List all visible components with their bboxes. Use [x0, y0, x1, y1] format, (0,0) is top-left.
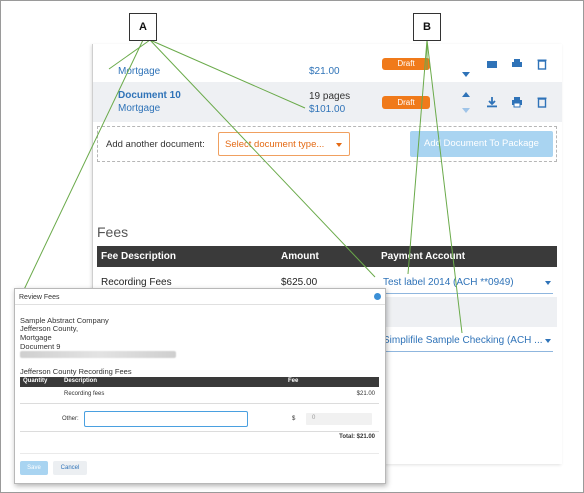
payment-account-select[interactable]: Simplifile Sample Checking (ACH ... [383, 335, 543, 346]
currency-symbol: $ [292, 416, 296, 422]
trash-icon[interactable] [536, 58, 548, 70]
column-header: Fee [288, 378, 299, 384]
cancel-button[interactable]: Cancel [53, 461, 87, 475]
document-row[interactable]: Document 10 Mortgage 19 pages $101.00 Dr… [93, 82, 562, 122]
fee-amount: $21.00 [356, 391, 375, 397]
divider [20, 431, 379, 432]
callout-a: A [129, 13, 157, 41]
document-name[interactable]: Document 10 [118, 90, 181, 101]
move-down-icon[interactable] [462, 108, 470, 113]
column-header: Quantity [23, 378, 48, 384]
table-row: Recording fees $21.00 [20, 390, 379, 400]
callout-b: B [413, 13, 441, 41]
document-price: $21.00 [309, 66, 340, 77]
move-up-icon[interactable] [462, 92, 470, 97]
document-type: Mortgage [118, 103, 161, 114]
document-row[interactable]: Mortgage $21.00 Draft [93, 44, 562, 82]
close-icon[interactable] [374, 293, 381, 300]
divider [15, 304, 385, 305]
document-type-select-value: Select document type... [225, 139, 325, 150]
page-count: 19 pages [309, 91, 351, 102]
fee-amount: $625.00 [281, 277, 318, 288]
download-icon[interactable] [486, 96, 498, 108]
column-header: Description [64, 378, 98, 384]
add-document-button[interactable]: Add Document To Package [410, 131, 553, 157]
chevron-down-icon[interactable] [545, 281, 551, 285]
chevron-down-icon [336, 143, 342, 147]
document-name: Document 9 [20, 342, 61, 351]
fee-description: Recording fees [64, 391, 105, 397]
select-underline [381, 293, 553, 294]
document-type: Mortgage [118, 66, 161, 77]
select-underline [381, 351, 553, 352]
mail-icon[interactable] [486, 58, 498, 70]
divider [20, 453, 379, 454]
other-amount-value: 0 [312, 415, 316, 421]
document-type: Mortgage [20, 333, 52, 342]
modal-title: Review Fees [19, 294, 60, 301]
column-header: Fee Description [101, 251, 177, 262]
print-icon[interactable] [511, 96, 523, 108]
fee-section-title: Jefferson County Recording Fees [20, 367, 132, 376]
save-button[interactable]: Save [20, 461, 48, 475]
move-down-icon[interactable] [462, 72, 470, 77]
other-label: Other: [62, 416, 79, 422]
other-amount-input[interactable]: 0 [306, 413, 372, 425]
add-document-box: Add another document: Select document ty… [97, 126, 557, 162]
status-badge: Draft [382, 58, 430, 70]
county-name: Jefferson County, [20, 324, 79, 333]
payment-account-select[interactable]: Test label 2014 (ACH **0949) [383, 277, 514, 288]
print-icon[interactable] [511, 58, 523, 70]
fee-description: Recording Fees [101, 277, 172, 288]
company-name: Sample Abstract Company [20, 316, 109, 325]
fees-table-header: Fee Description Amount Payment Account [97, 246, 557, 267]
fee-table-header: Quantity Description Fee [20, 377, 379, 387]
fee-total: Total: $21.00 [339, 434, 375, 440]
add-document-label: Add another document: [106, 139, 205, 150]
redacted-text [20, 351, 176, 358]
fees-heading: Fees [97, 224, 129, 240]
review-fees-modal: Review Fees Sample Abstract Company Jeff… [14, 288, 386, 484]
document-type-select[interactable]: Select document type... [218, 132, 350, 156]
status-badge: Draft [382, 96, 430, 109]
trash-icon[interactable] [536, 96, 548, 108]
other-fee-input[interactable] [84, 411, 248, 427]
document-price: $101.00 [309, 104, 346, 115]
column-header: Amount [281, 251, 319, 262]
divider [20, 403, 379, 404]
column-header: Payment Account [381, 251, 466, 262]
chevron-down-icon[interactable] [545, 339, 551, 343]
